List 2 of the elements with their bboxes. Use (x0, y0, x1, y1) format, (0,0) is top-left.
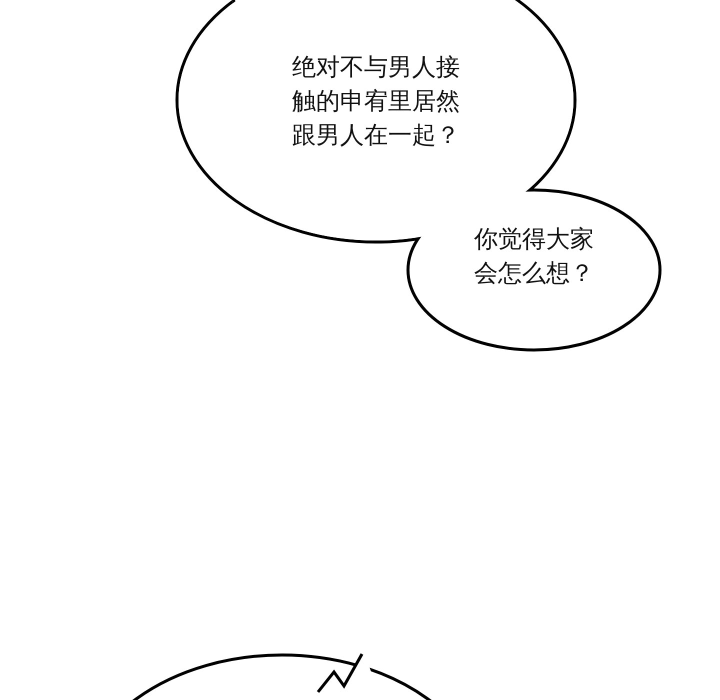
speech-text: 绝对不与男人接触的申宥里居然跟男人在一起？ (291, 52, 461, 151)
speech-text: 你觉得大家会怎么想？ (473, 224, 595, 289)
